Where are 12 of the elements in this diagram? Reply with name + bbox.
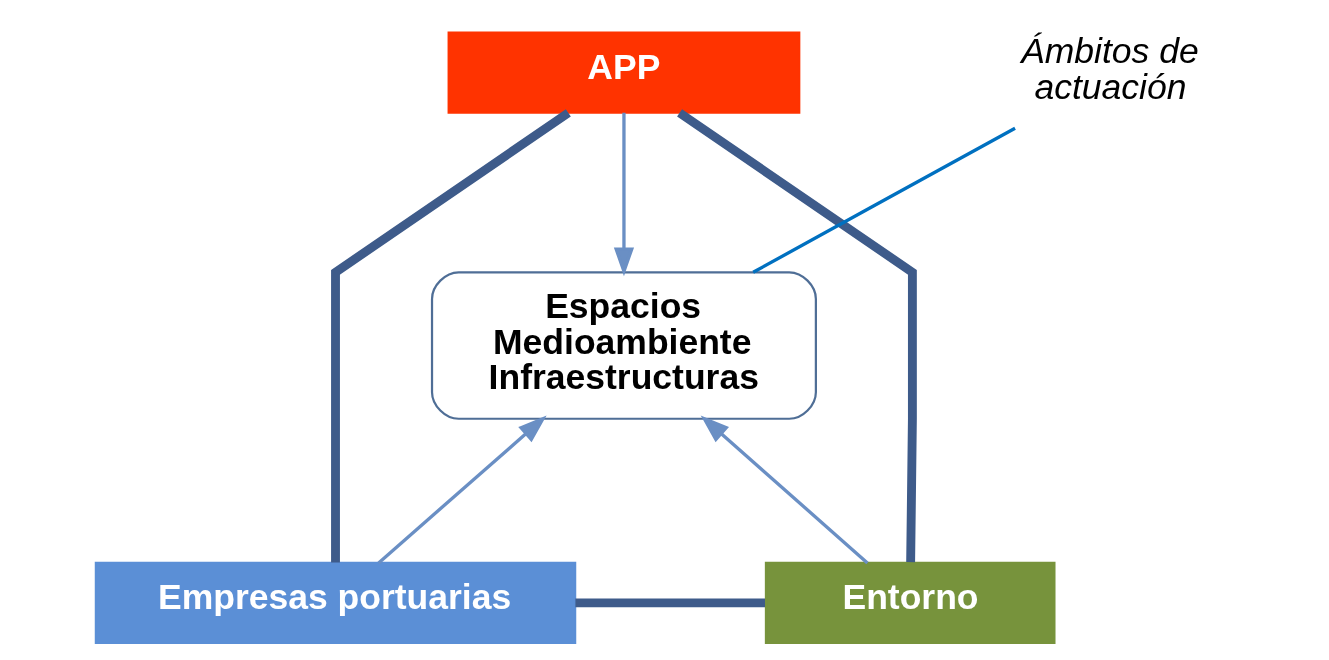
node-box: APP: [447, 31, 800, 114]
connector: [751, 126, 1016, 274]
connector: [676, 109, 917, 563]
node-box: Espacios Medioambiente Infraestructuras: [430, 271, 817, 420]
node-box: Entorno: [764, 561, 1055, 644]
node-box: Empresas portuarias: [94, 561, 576, 644]
arrow: [377, 415, 547, 565]
arrow: [700, 415, 868, 565]
arrow: [613, 112, 634, 277]
connector: [574, 598, 765, 608]
connector: [330, 109, 571, 563]
node-text: Ámbitos de actuación: [1020, 31, 1199, 107]
